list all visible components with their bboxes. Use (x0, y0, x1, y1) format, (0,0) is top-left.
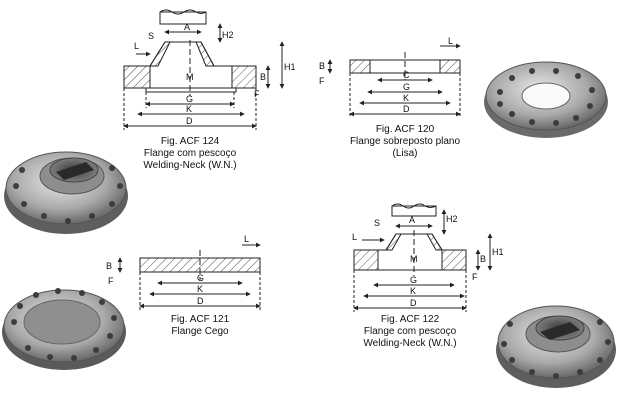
drawing-acf-121 (117, 242, 261, 310)
dim-c: C (403, 70, 410, 80)
dim-f: F (472, 272, 478, 282)
caption-acf-122: Fig. ACF 122 Flange com pescoço Welding-… (355, 314, 465, 350)
caption-acf-124: Fig. ACF 124 Flange com pescoço Welding-… (135, 136, 245, 172)
dim-l: L (352, 232, 357, 242)
figure-number: Fig. ACF 122 (380, 314, 440, 325)
figure-description: Flange com pescoço (363, 326, 457, 337)
dim-s: S (374, 218, 380, 228)
figure-description-2: Welding-Neck (W.N.) (143, 160, 237, 171)
drawing-acf-124 (123, 9, 285, 130)
figure-number: Fig. ACF 124 (160, 136, 220, 147)
dim-a: A (409, 215, 415, 225)
dim-g: G (197, 273, 204, 283)
blind-flange-render (2, 288, 126, 370)
figure-number: Fig. ACF 121 (170, 314, 230, 325)
figure-number: Fig. ACF 120 (375, 124, 435, 135)
labels-acf-120: B F L C G K D (319, 36, 453, 114)
welding-neck-flange-render-2 (496, 305, 616, 388)
drawing-acf-120 (327, 43, 461, 118)
dim-k: K (197, 284, 203, 294)
dim-l: L (134, 41, 139, 51)
dim-f: F (254, 89, 260, 99)
dim-l: L (448, 36, 453, 46)
dim-m: M (186, 72, 194, 82)
caption-acf-121: Fig. ACF 121 Flange Cego (150, 314, 250, 338)
dim-m: M (410, 254, 418, 264)
dim-g: G (186, 94, 193, 104)
dim-h2: H2 (446, 214, 458, 224)
dim-b: B (260, 72, 266, 82)
dim-b: B (480, 254, 486, 264)
dim-d: D (403, 104, 410, 114)
dim-k: K (403, 93, 409, 103)
drawing-acf-122 (353, 203, 493, 312)
welding-neck-flange-render (4, 151, 128, 234)
dim-l: L (244, 234, 249, 244)
dim-d: D (197, 296, 204, 306)
caption-acf-120: Fig. ACF 120 Flange sobreposto plano (Li… (340, 124, 470, 160)
dim-k: K (410, 286, 416, 296)
dim-h2: H2 (222, 30, 234, 40)
figure-description: Flange Cego (171, 326, 229, 337)
dim-g: G (403, 82, 410, 92)
dim-b: B (106, 261, 112, 271)
dim-f: F (108, 276, 114, 286)
dim-s: S (148, 31, 154, 41)
figure-description: Flange sobreposto plano (349, 136, 461, 147)
dim-b: B (319, 61, 325, 71)
figure-description-2: (Lisa) (392, 148, 418, 159)
dim-d: D (186, 116, 193, 126)
labels-acf-124: A S H2 L M H1 B F G K D (134, 22, 296, 126)
dim-h1: H1 (492, 247, 504, 257)
figure-description: Flange com pescoço (143, 148, 237, 159)
dim-f: F (319, 76, 325, 86)
labels-acf-121: B F L G K D (106, 234, 249, 306)
slip-on-flange-render (484, 61, 608, 138)
dim-h1: H1 (284, 62, 296, 72)
figure-description-2: Welding-Neck (W.N.) (363, 338, 457, 349)
dim-g: G (410, 275, 417, 285)
dim-d: D (410, 298, 417, 308)
dim-k: K (186, 104, 192, 114)
dim-a: A (184, 22, 190, 32)
labels-acf-122: A S H2 L M H1 B F G K D (352, 214, 504, 308)
